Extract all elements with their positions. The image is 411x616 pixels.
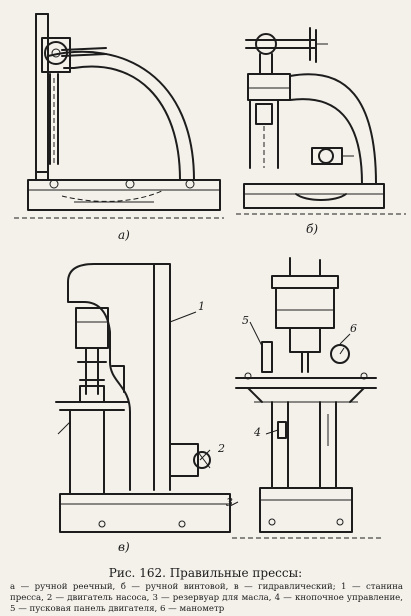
figure-b-screw-press xyxy=(236,27,406,215)
figure-b-label: б) xyxy=(306,222,319,236)
figure-v-hydraulic-front xyxy=(232,257,382,539)
figure-a-label: а) xyxy=(118,228,130,242)
callout-5: 5 xyxy=(242,314,249,327)
callout-6: 6 xyxy=(350,322,357,335)
figure-v-hydraulic-side xyxy=(55,263,239,533)
callout-2: 2 xyxy=(218,442,225,455)
figure-a-rack-press xyxy=(14,13,224,219)
caption-title: Рис. 162. Правильные прессы: xyxy=(108,566,303,580)
figure-v-label: в) xyxy=(118,540,130,554)
callout-1: 1 xyxy=(198,300,205,313)
callout-3: 3 xyxy=(226,496,233,509)
caption-text: а — ручной реечный, б — ручной винтовой,… xyxy=(10,582,403,614)
callout-4: 4 xyxy=(254,426,261,439)
